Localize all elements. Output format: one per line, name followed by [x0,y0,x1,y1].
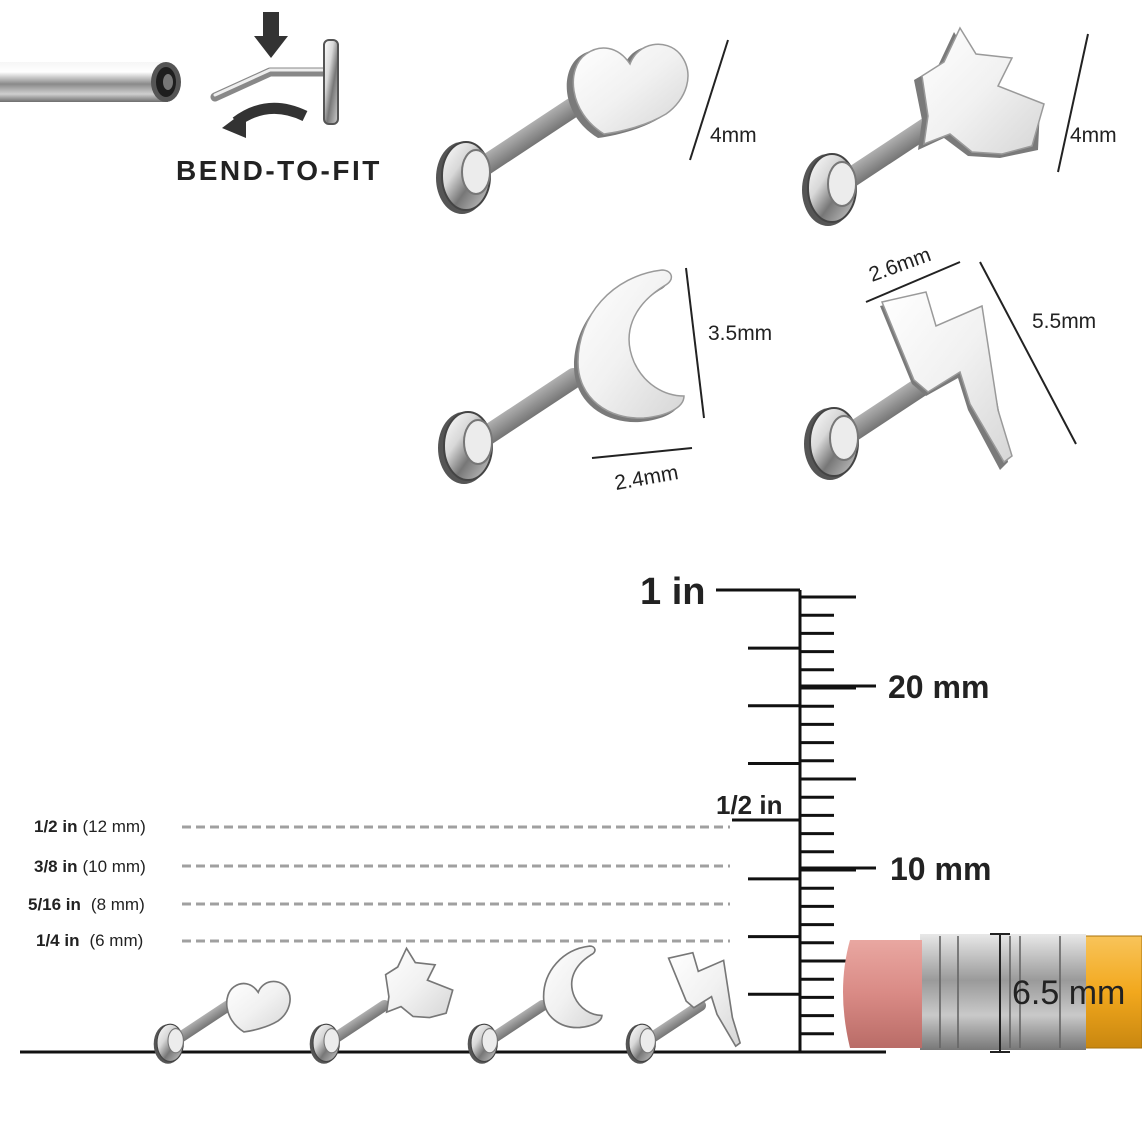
post-length-row: 5/16 in (8 mm) [28,895,730,914]
bolt-width-label: 2.6mm [866,243,934,287]
small-heart-stud [154,980,291,1063]
bend-to-fit-label: BEND-TO-FIT [176,155,382,186]
pencil [843,934,1142,1050]
bolt-height-label: 5.5mm [1032,310,1096,333]
post-length-mm: (10 mm) [82,857,145,876]
arrow-down-icon [254,12,288,58]
bent-post-illustration [210,39,339,125]
moon-height-label: 3.5mm [708,322,772,345]
ruler: 1 in 20 mm 1/2 in 10 mm [640,571,991,1052]
svg-text:1/2 in(12 mm): 1/2 in (12 mm) [34,817,146,836]
svg-text:3/8 in(10 mm): 3/8 in (10 mm) [34,857,146,876]
heart-stud [436,43,689,214]
moon-width-label: 2.4mm [613,461,680,495]
post-length-inch: 1/4 in [36,931,79,950]
star-size-label: 4mm [1070,124,1117,147]
bolt-width-line [865,261,961,303]
post-length-inch: 3/8 in [34,857,77,876]
ruler-20mm-label: 20 mm [888,669,989,705]
post-length-guides: 1/2 in (12 mm) 3/8 in (10 mm) 5/16 in (8 mm… [28,817,730,950]
star-stud [802,26,1045,226]
pencil-dimension-bracket [990,933,1010,1053]
ruler-1in-label: 1 in [640,571,705,613]
post-length-mm: (12 mm) [82,817,145,836]
post-length-inch: 5/16 in [28,895,81,914]
ruler-10mm-label: 10 mm [890,851,991,887]
post-length-mm: (8 mm) [91,895,145,914]
ruler-half-in-label: 1/2 in [716,790,782,820]
post-length-inch: 1/2 in [34,817,77,836]
moon-stud [438,269,685,484]
svg-text:5/16 in(8 mm): 5/16 in (8 mm) [28,895,145,914]
moon-width-line [591,447,693,459]
star-dimension-line [1057,33,1089,173]
post-length-row: 1/4 in (6 mm) [36,931,730,950]
post-length-row: 3/8 in (10 mm) [34,857,730,876]
small-moon-stud [468,945,603,1064]
post-length-row: 1/2 in (12 mm) [34,817,730,836]
svg-text:1/4 in(6 mm): 1/4 in (6 mm) [36,931,143,950]
bolt-stud [804,291,1013,480]
small-bolt-stud [626,951,742,1064]
moon-height-line [685,267,705,419]
post-length-mm: (6 mm) [89,931,143,950]
curved-arrow-icon [222,102,308,138]
heart-dimension-line [689,39,729,161]
pencil-size-label: 6.5 mm [1012,974,1125,1012]
bolt-height-line [979,261,1077,445]
small-star-stud [310,946,454,1064]
heart-size-label: 4mm [710,124,757,147]
tube-illustration [0,62,181,102]
